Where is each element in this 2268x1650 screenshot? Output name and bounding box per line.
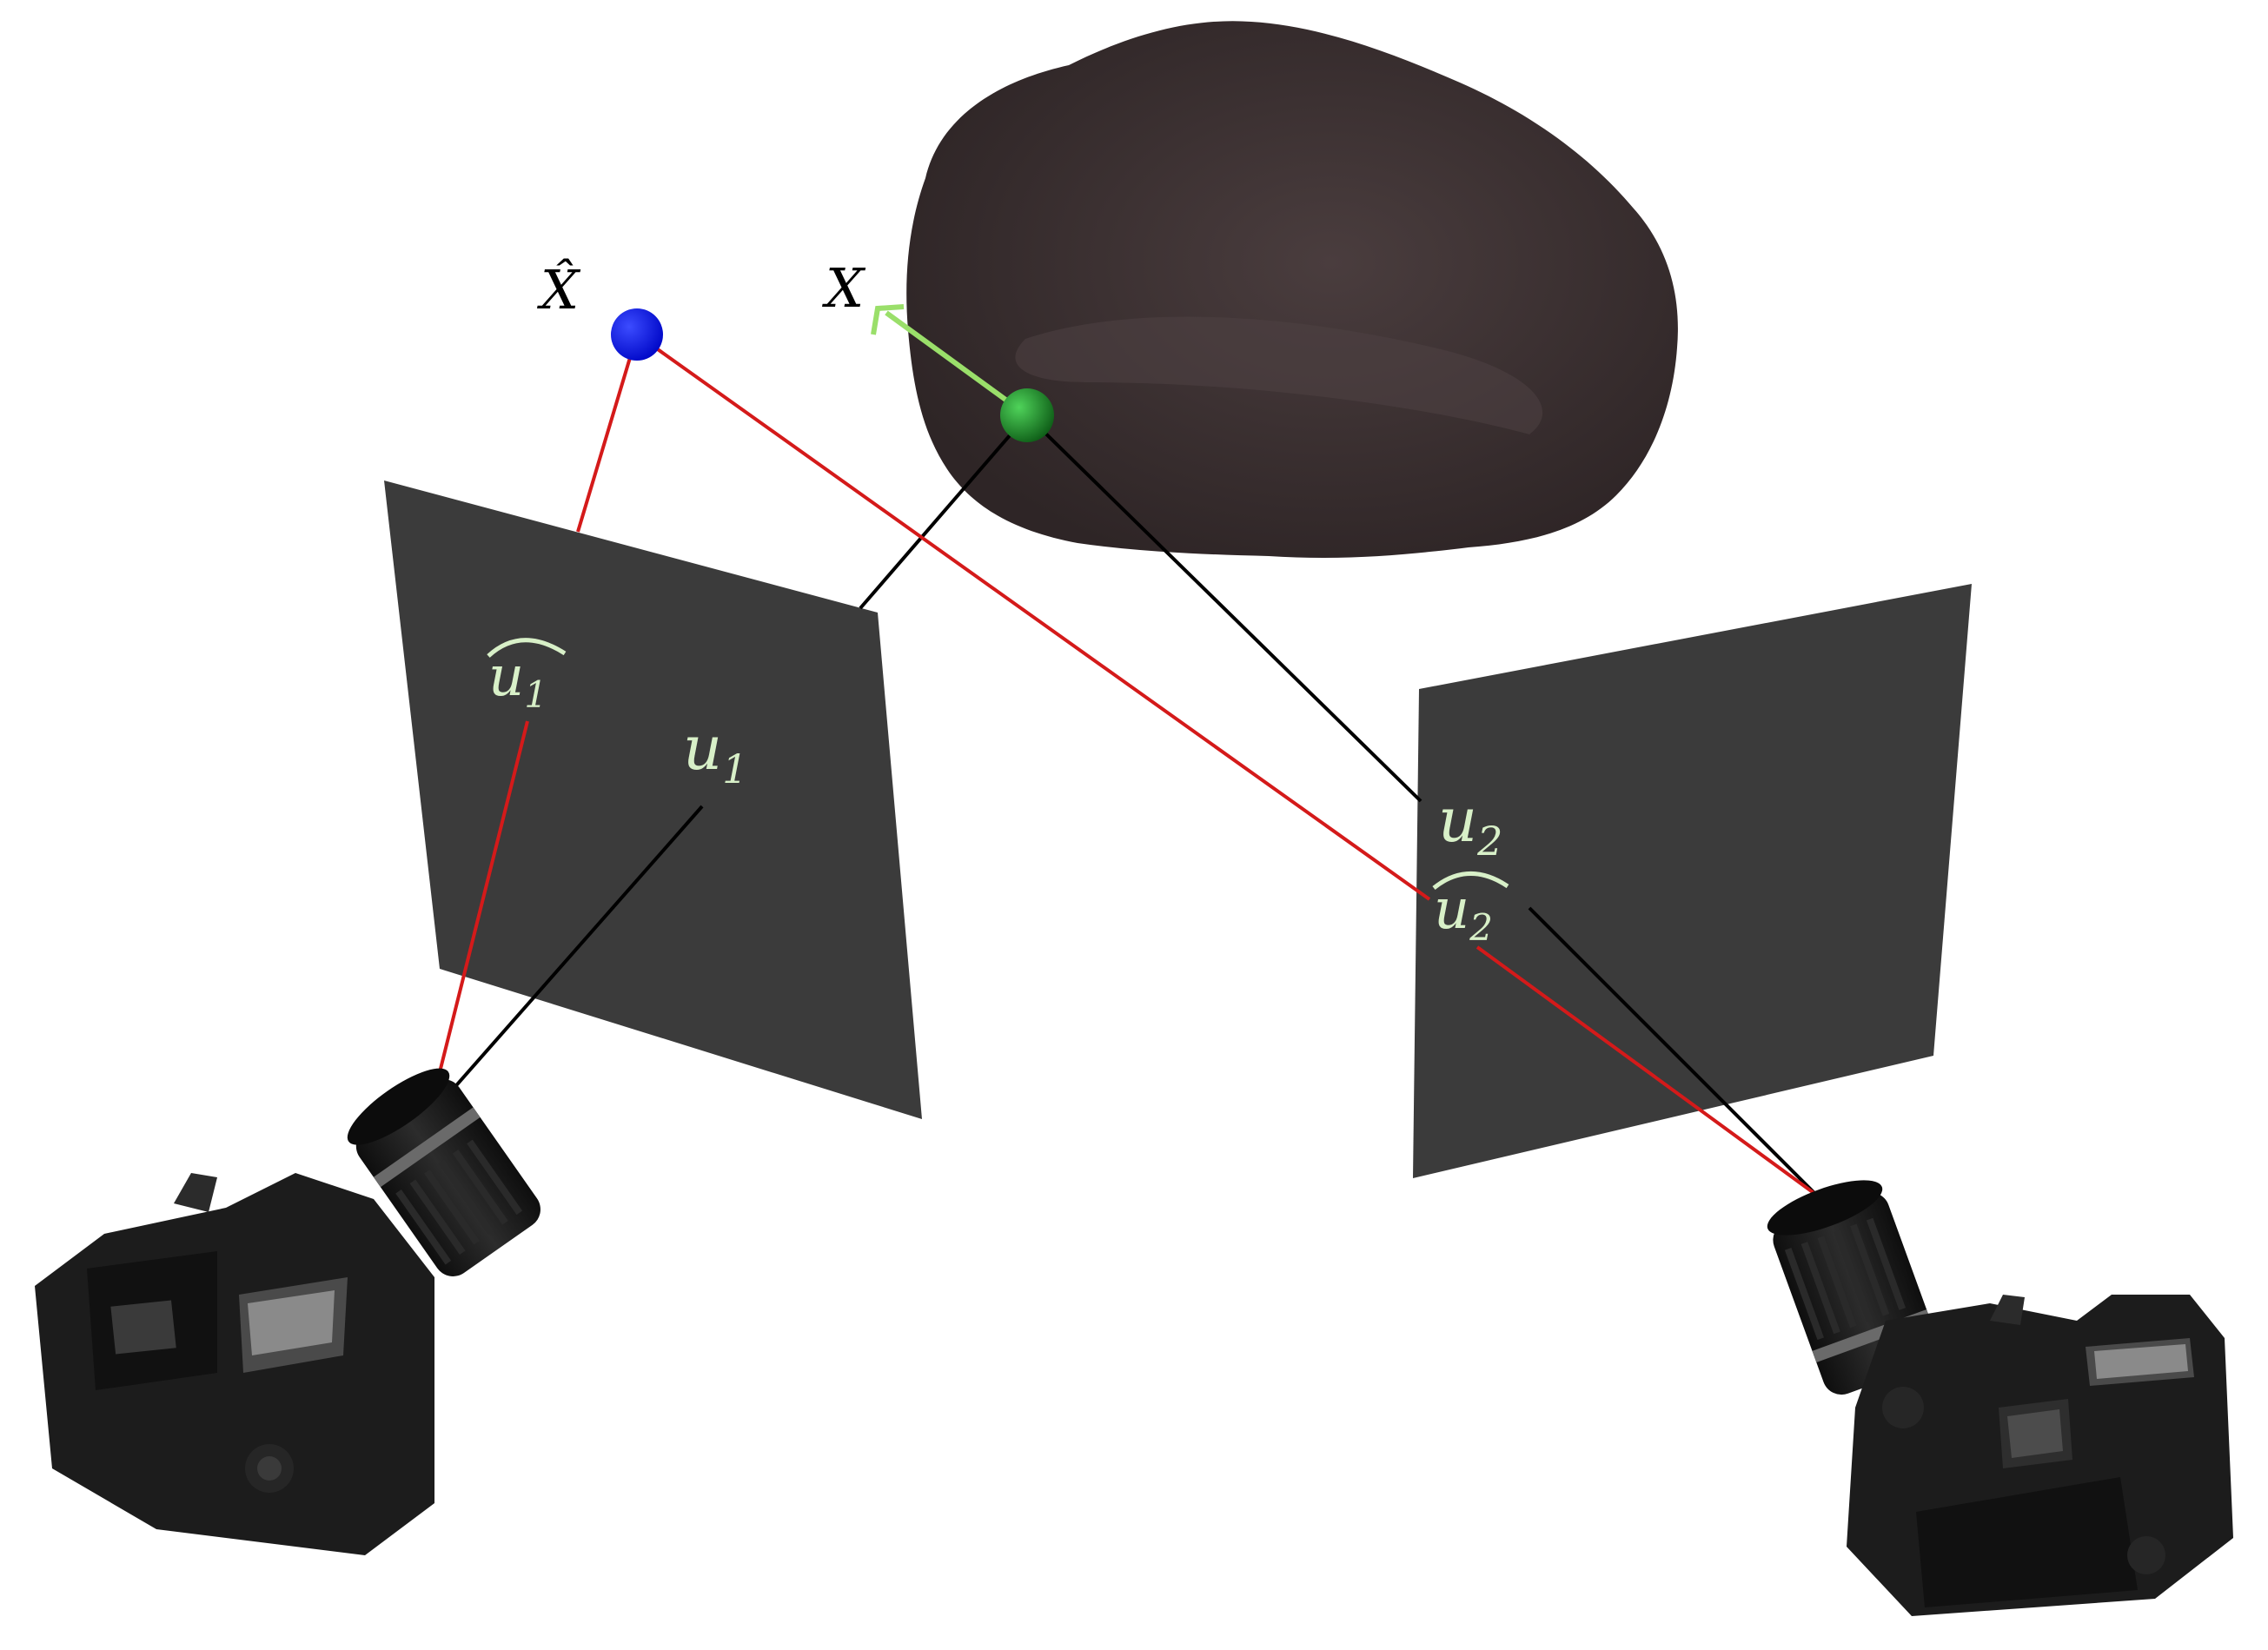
label-u2: u2 — [1438, 785, 1502, 865]
estimated-ray-right-camera — [1476, 945, 1818, 1196]
estimated-ray-left-camera — [430, 720, 529, 1104]
estimated-ray-left-point — [576, 334, 639, 533]
object-blob — [906, 21, 1678, 558]
left-image-plane — [384, 480, 922, 1119]
label-x-hat: X̂ — [537, 258, 581, 321]
error-vector — [885, 310, 1029, 418]
label-u1-hat-base: u — [488, 645, 524, 709]
svg-text:u2: u2 — [1438, 785, 1502, 865]
label-u1: u1 — [683, 712, 747, 792]
dslr-camera-icon — [1767, 1180, 2233, 1616]
label-u2-hat-caret — [1432, 871, 1509, 890]
true-ray-left-camera — [437, 805, 704, 1107]
object-blob-highlight — [1015, 316, 1543, 434]
label-u1-sub: 1 — [722, 745, 747, 792]
label-u1-hat-caret — [487, 638, 567, 658]
estimated-ray-right-point — [635, 333, 1431, 901]
label-u1-hat-sub: 1 — [524, 673, 547, 716]
true-point-x — [1000, 388, 1054, 442]
right-image-plane — [1413, 584, 1972, 1178]
label-u1-hat: u1 — [487, 638, 567, 716]
true-ray-left-object — [859, 414, 1029, 610]
label-u1-base: u — [683, 712, 722, 784]
true-ray-right-camera — [1528, 906, 1818, 1196]
svg-text:u1: u1 — [488, 645, 547, 716]
label-u2-hat: u2 — [1432, 871, 1509, 949]
label-u2-base: u — [1438, 785, 1477, 856]
svg-text:u1: u1 — [683, 712, 747, 792]
dslr-camera-icon — [35, 1068, 540, 1555]
error-vector-arrowhead — [871, 304, 905, 335]
label-x: X — [822, 256, 866, 320]
true-ray-right-object — [1025, 414, 1422, 803]
svg-text:u2: u2 — [1434, 878, 1493, 949]
label-u2-hat-sub: 2 — [1469, 906, 1493, 949]
label-u2-sub: 2 — [1476, 818, 1502, 865]
estimated-point-x-hat — [611, 308, 663, 361]
label-u2-hat-base: u — [1434, 878, 1469, 942]
